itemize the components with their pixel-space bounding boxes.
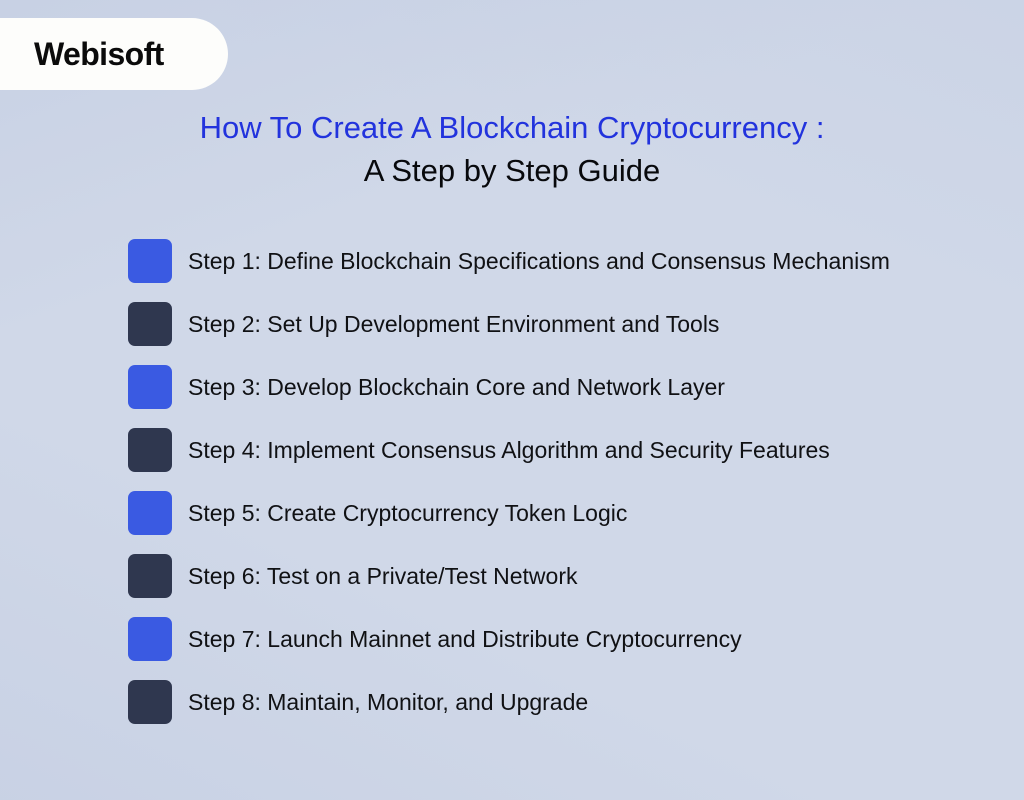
step-marker-square <box>128 365 172 409</box>
step-label: Step 7: Launch Mainnet and Distribute Cr… <box>188 626 742 652</box>
step-row: Step 8: Maintain, Monitor, and Upgrade <box>128 680 890 724</box>
steps-list: Step 1: Define Blockchain Specifications… <box>128 239 890 724</box>
step-row: Step 4: Implement Consensus Algorithm an… <box>128 428 890 472</box>
step-row: Step 3: Develop Blockchain Core and Netw… <box>128 365 890 409</box>
step-row: Step 2: Set Up Development Environment a… <box>128 302 890 346</box>
step-label: Step 2: Set Up Development Environment a… <box>188 311 720 337</box>
step-label: Step 3: Develop Blockchain Core and Netw… <box>188 374 725 400</box>
page-title-line-1: How To Create A Blockchain Cryptocurrenc… <box>199 110 825 145</box>
step-marker-square <box>128 302 172 346</box>
step-row: Step 1: Define Blockchain Specifications… <box>128 239 890 283</box>
brand-logo-text: Webisoft <box>34 36 164 72</box>
step-label: Step 4: Implement Consensus Algorithm an… <box>188 437 830 463</box>
step-label: Step 5: Create Cryptocurrency Token Logi… <box>188 500 628 526</box>
step-marker-square <box>128 239 172 283</box>
step-marker-square <box>128 617 172 661</box>
step-marker-square <box>128 428 172 472</box>
step-row: Step 6: Test on a Private/Test Network <box>128 554 890 598</box>
step-row: Step 5: Create Cryptocurrency Token Logi… <box>128 491 890 535</box>
step-marker-square <box>128 554 172 598</box>
brand-logo: Webisoft <box>0 18 228 90</box>
page-title: How To Create A Blockchain Cryptocurrenc… <box>0 106 1024 192</box>
step-row: Step 7: Launch Mainnet and Distribute Cr… <box>128 617 890 661</box>
step-marker-square <box>128 680 172 724</box>
page-title-line-2: A Step by Step Guide <box>363 153 661 188</box>
step-label: Step 6: Test on a Private/Test Network <box>188 563 578 589</box>
step-marker-square <box>128 491 172 535</box>
step-label: Step 8: Maintain, Monitor, and Upgrade <box>188 689 589 715</box>
step-label: Step 1: Define Blockchain Specifications… <box>188 248 890 274</box>
